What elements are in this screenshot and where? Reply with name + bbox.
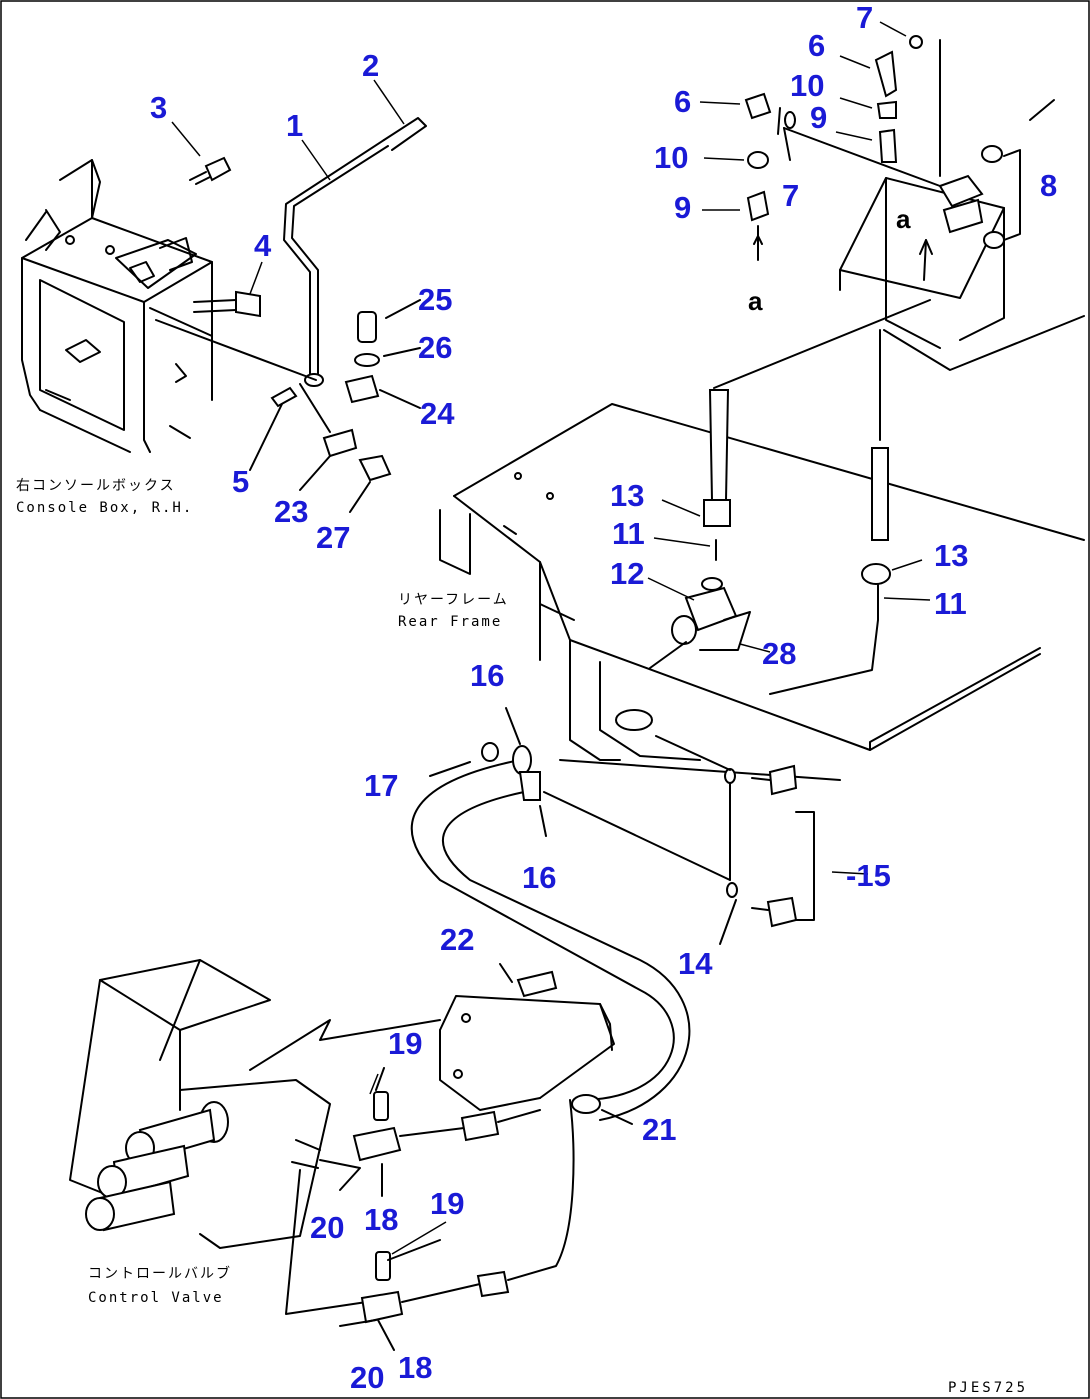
view-mark-a-upper: a bbox=[896, 204, 911, 234]
callout-13-left: 13 bbox=[610, 478, 644, 513]
callout-5: 5 bbox=[232, 464, 249, 499]
callout-17: 17 bbox=[364, 768, 398, 803]
callout-16-lower: 16 bbox=[522, 860, 556, 895]
captions: 右コンソールボックス Console Box, R.H. リヤーフレーム Rea… bbox=[16, 478, 1028, 1396]
callout-23: 23 bbox=[274, 494, 308, 529]
callout-19-upper: 19 bbox=[388, 1026, 422, 1061]
callout-18-lower: 18 bbox=[398, 1350, 432, 1385]
callout-24: 24 bbox=[420, 396, 455, 431]
callout-9-upper: 9 bbox=[810, 100, 827, 135]
valve-links bbox=[285, 1067, 575, 1351]
callout-7-top: 7 bbox=[856, 0, 873, 35]
callout-7-mid: 7 bbox=[782, 178, 799, 213]
upper-right-bracket bbox=[744, 35, 1085, 371]
caption-rear-frame-jp: リヤーフレーム bbox=[398, 592, 509, 608]
callout-26: 26 bbox=[418, 330, 452, 365]
drawing-code: PJES725 bbox=[948, 1380, 1028, 1396]
callout-11-right: 11 bbox=[934, 586, 967, 621]
callout-6-left: 6 bbox=[674, 84, 691, 119]
callout-13-right: 13 bbox=[934, 538, 968, 573]
callout-11-left: 11 bbox=[612, 516, 645, 551]
callout-10-upper: 10 bbox=[790, 68, 824, 103]
callout-labels: 1 2 3 4 5 6 6 7 7 8 9 9 10 10 11 11 12 1… bbox=[150, 0, 1057, 1395]
callout-28: 28 bbox=[762, 636, 796, 671]
caption-console-en: Console Box, R.H. bbox=[16, 500, 193, 516]
link-parts-23-27 bbox=[299, 299, 421, 513]
callout-20-upper: 20 bbox=[310, 1210, 344, 1245]
caption-rear-frame-en: Rear Frame bbox=[398, 614, 502, 630]
callout-20-lower: 20 bbox=[350, 1360, 384, 1395]
callout-14: 14 bbox=[678, 946, 713, 981]
callout-1: 1 bbox=[286, 108, 303, 143]
callout-4: 4 bbox=[254, 228, 272, 263]
callout-9-lower: 9 bbox=[674, 190, 691, 225]
callout-22: 22 bbox=[440, 922, 474, 957]
rear-frame bbox=[439, 403, 1085, 781]
callout-6-right: 6 bbox=[808, 28, 825, 63]
cable-assembly bbox=[543, 299, 931, 945]
leader-lines bbox=[171, 21, 931, 1255]
callout-21: 21 bbox=[642, 1112, 676, 1147]
lower-bracket bbox=[439, 963, 633, 1125]
callout-3: 3 bbox=[150, 90, 167, 125]
callout-19-lower: 19 bbox=[430, 1186, 464, 1221]
caption-control-valve-en: Control Valve bbox=[88, 1290, 224, 1306]
hose-loop bbox=[410, 707, 691, 1121]
caption-console-jp: 右コンソールボックス bbox=[16, 478, 176, 494]
callout-15: -15 bbox=[846, 858, 891, 893]
control-valve bbox=[69, 959, 441, 1249]
callout-25: 25 bbox=[418, 282, 452, 317]
callout-12: 12 bbox=[610, 556, 644, 591]
callout-18-upper: 18 bbox=[364, 1202, 398, 1237]
caption-control-valve-jp: コントロールバルブ bbox=[88, 1265, 232, 1282]
callout-27: 27 bbox=[316, 520, 350, 555]
callout-8: 8 bbox=[1040, 168, 1057, 203]
lever-assembly bbox=[155, 117, 427, 471]
callout-2: 2 bbox=[362, 48, 379, 83]
callout-10-lower: 10 bbox=[654, 140, 688, 175]
view-mark-a-lower: a bbox=[748, 286, 763, 316]
console-box-rh bbox=[21, 159, 213, 453]
callout-16-upper: 16 bbox=[470, 658, 504, 693]
